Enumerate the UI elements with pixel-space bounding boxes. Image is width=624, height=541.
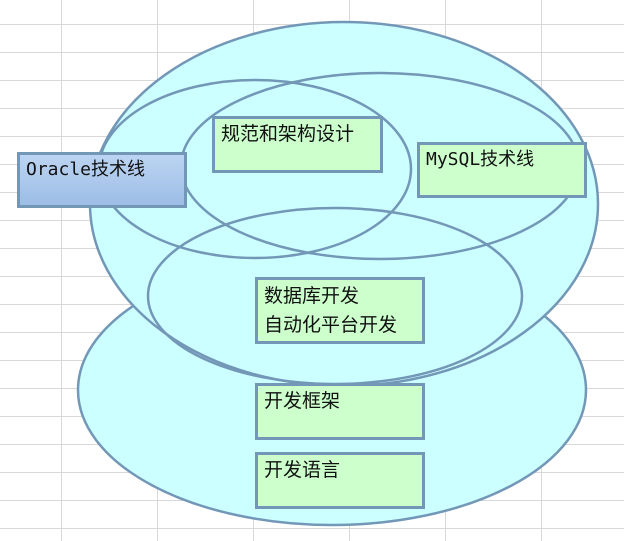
mysql-line-box: MySQL技术线 — [417, 142, 587, 198]
standards-box: 规范和架构设计 — [212, 116, 383, 173]
automation-label: 自动化平台开发 — [264, 314, 398, 336]
framework-label: 开发框架 — [264, 390, 341, 412]
mysql-line-label: MySQL技术线 — [426, 149, 535, 170]
language-label: 开发语言 — [264, 459, 341, 481]
db-dev-box: 数据库开发自动化平台开发 — [255, 277, 425, 344]
standards-label: 规范和架构设计 — [221, 123, 355, 145]
language-box: 开发语言 — [255, 452, 425, 509]
oracle-line-label: Oracle技术线 — [26, 159, 146, 180]
db-dev-label: 数据库开发 — [264, 285, 360, 307]
framework-box: 开发框架 — [255, 383, 425, 440]
oracle-line-box: Oracle技术线 — [17, 152, 187, 208]
